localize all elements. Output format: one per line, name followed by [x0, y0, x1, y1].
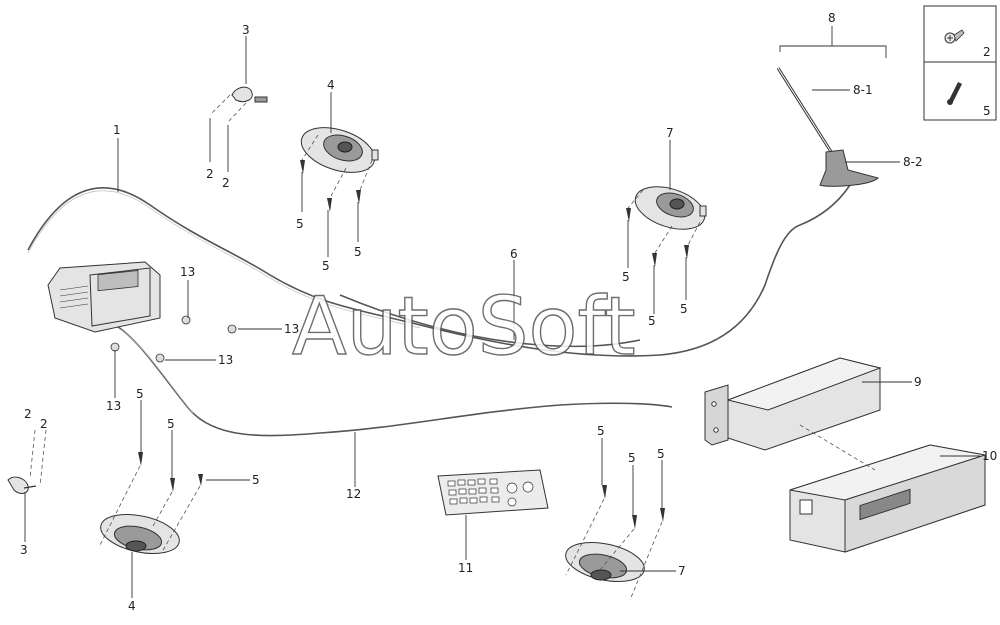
cable-1-inner — [27, 190, 421, 329]
speaker-4-bottom — [100, 514, 180, 554]
cable-6 — [339, 294, 641, 348]
callout-10: 10 — [982, 449, 997, 463]
callout-13: 13 — [106, 399, 121, 413]
callout-3: 3 — [20, 543, 28, 557]
fastener-legend: 2 5 — [923, 5, 997, 121]
cable-12 — [114, 324, 673, 437]
callout-labels: 1 3 2 2 4 5 5 5 6 7 5 5 5 8 8-1 8-2 9 10… — [20, 11, 997, 613]
legend-number-5: 5 — [983, 104, 991, 118]
callout-4: 4 — [128, 599, 136, 613]
callout-1: 1 — [113, 123, 121, 137]
callout-3: 3 — [242, 23, 250, 37]
callout-5: 5 — [354, 245, 362, 259]
cable-12-inner — [117, 327, 194, 414]
callout-4: 4 — [327, 78, 335, 92]
assembly-lines — [29, 94, 876, 601]
callout-11: 11 — [458, 561, 473, 575]
callout-2: 2 — [24, 407, 32, 421]
tweeter-clip-bottom — [7, 476, 37, 494]
callout-5: 5 — [657, 447, 665, 461]
callout-8-1: 8-1 — [853, 83, 873, 97]
amplifier-9 — [704, 357, 882, 451]
tweeter-clip-top — [231, 86, 268, 103]
callout-5: 5 — [296, 217, 304, 231]
callout-12: 12 — [346, 487, 361, 501]
callout-13: 13 — [218, 353, 233, 367]
callout-2: 2 — [222, 176, 230, 190]
cd-changer-10 — [789, 444, 986, 553]
speaker-7-top — [634, 186, 707, 230]
callout-8-2: 8-2 — [903, 155, 923, 169]
callout-5: 5 — [167, 417, 175, 431]
callout-13: 13 — [284, 322, 299, 336]
antenna-8 — [776, 67, 879, 187]
legend-number-2: 2 — [983, 45, 991, 59]
callout-13: 13 — [180, 265, 195, 279]
screws-5 — [138, 160, 689, 529]
callout-6: 6 — [510, 247, 518, 261]
leader-lines — [24, 26, 980, 598]
radio-head-unit — [47, 261, 161, 333]
screw-5-icon — [947, 82, 962, 105]
callout-8: 8 — [828, 11, 836, 25]
callout-9: 9 — [914, 375, 922, 389]
clips-13 — [110, 315, 237, 363]
callout-5: 5 — [622, 270, 630, 284]
cable-1 — [27, 184, 851, 357]
callout-5: 5 — [252, 473, 260, 487]
callout-5: 5 — [322, 259, 330, 273]
callout-7: 7 — [666, 126, 674, 140]
callout-5: 5 — [136, 387, 144, 401]
watermark: AutoSoft — [292, 280, 636, 373]
remote-11 — [437, 469, 549, 516]
callout-5: 5 — [680, 302, 688, 316]
callout-5: 5 — [628, 451, 636, 465]
screw-2-icon — [944, 29, 965, 44]
speaker-7-bottom — [565, 542, 645, 582]
callout-2: 2 — [206, 167, 214, 181]
callout-5: 5 — [597, 424, 605, 438]
speaker-4-top — [300, 127, 379, 173]
callout-2: 2 — [40, 417, 48, 431]
callout-5: 5 — [648, 314, 656, 328]
callout-7: 7 — [678, 564, 686, 578]
